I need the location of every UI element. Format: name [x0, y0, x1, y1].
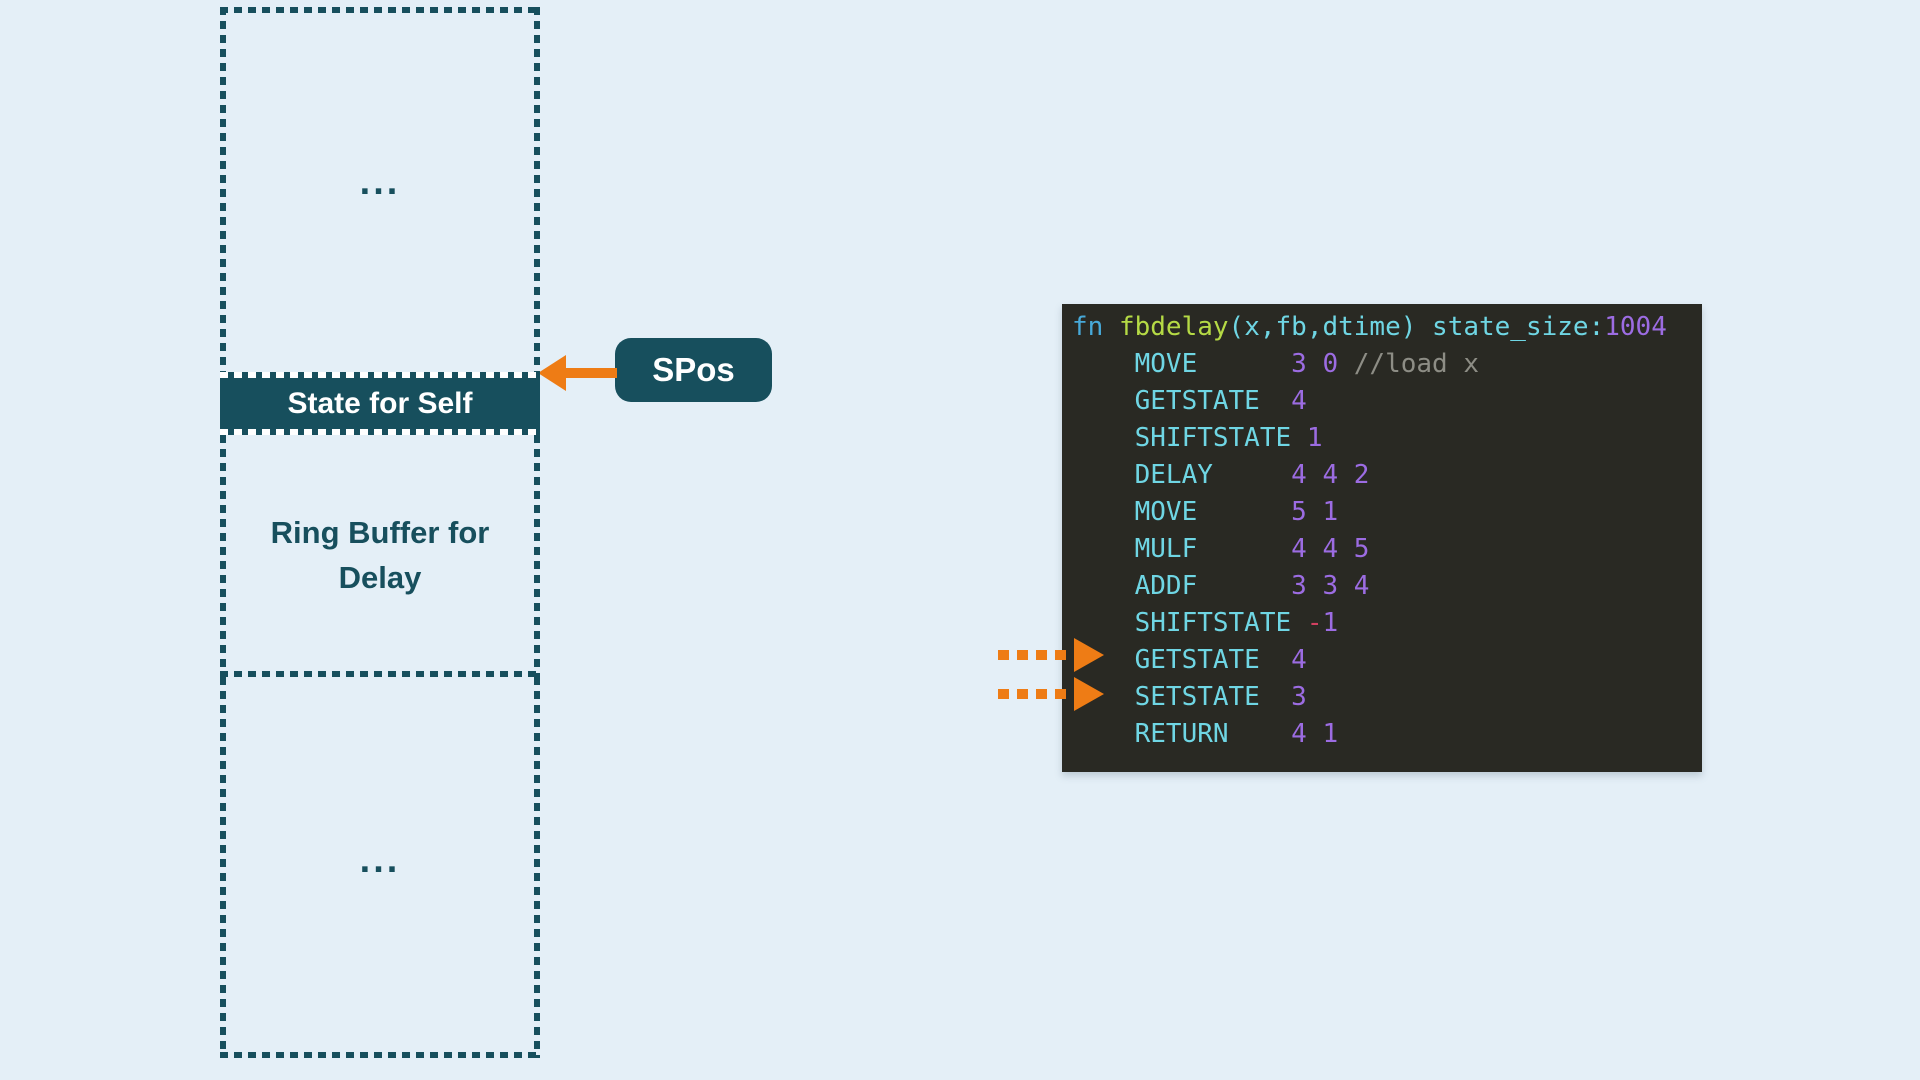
arrow-right-icon [1074, 677, 1104, 711]
code-line: GETSTATE 4 [1072, 383, 1702, 420]
code-line: RETURN 4 1 [1072, 716, 1702, 753]
getstate-annotation-arrow [998, 638, 1106, 672]
code-line: ADDF 3 3 4 [1072, 568, 1702, 605]
ring-buffer-label: Ring Buffer for Delay [244, 511, 516, 601]
code-line: SHIFTSTATE 1 [1072, 420, 1702, 457]
spos-label: SPos [652, 351, 735, 389]
code-line: fn fbdelay(x,fb,dtime) state_size:1004 [1072, 309, 1702, 346]
memory-cell-above: ... [220, 7, 540, 372]
setstate-annotation-arrow [998, 677, 1106, 711]
spos-pointer-badge: SPos [615, 338, 772, 402]
code-line: MULF 4 4 5 [1072, 531, 1702, 568]
spos-arrow-shaft [562, 368, 617, 378]
code-line: SHIFTSTATE -1 [1072, 605, 1702, 642]
dotted-arrow-tail [998, 650, 1076, 660]
state-for-self-label: State for Self [287, 387, 472, 421]
memory-cell-ring-buffer: Ring Buffer for Delay [220, 435, 540, 677]
arrow-left-icon [538, 355, 566, 391]
memory-cell-state-for-self: State for Self [220, 372, 540, 435]
ellipsis-label: ... [220, 677, 540, 1058]
dotted-arrow-tail [998, 689, 1076, 699]
memory-cell-below: ... [220, 677, 540, 1058]
code-line: MOVE 5 1 [1072, 494, 1702, 531]
code-line: DELAY 4 4 2 [1072, 457, 1702, 494]
bytecode-panel: fn fbdelay(x,fb,dtime) state_size:1004 M… [1062, 304, 1702, 772]
code-line: GETSTATE 4 [1072, 642, 1702, 679]
ellipsis-label: ... [220, 7, 540, 372]
code-line: SETSTATE 3 [1072, 679, 1702, 716]
arrow-right-icon [1074, 638, 1104, 672]
code-line: MOVE 3 0 //load x [1072, 346, 1702, 383]
